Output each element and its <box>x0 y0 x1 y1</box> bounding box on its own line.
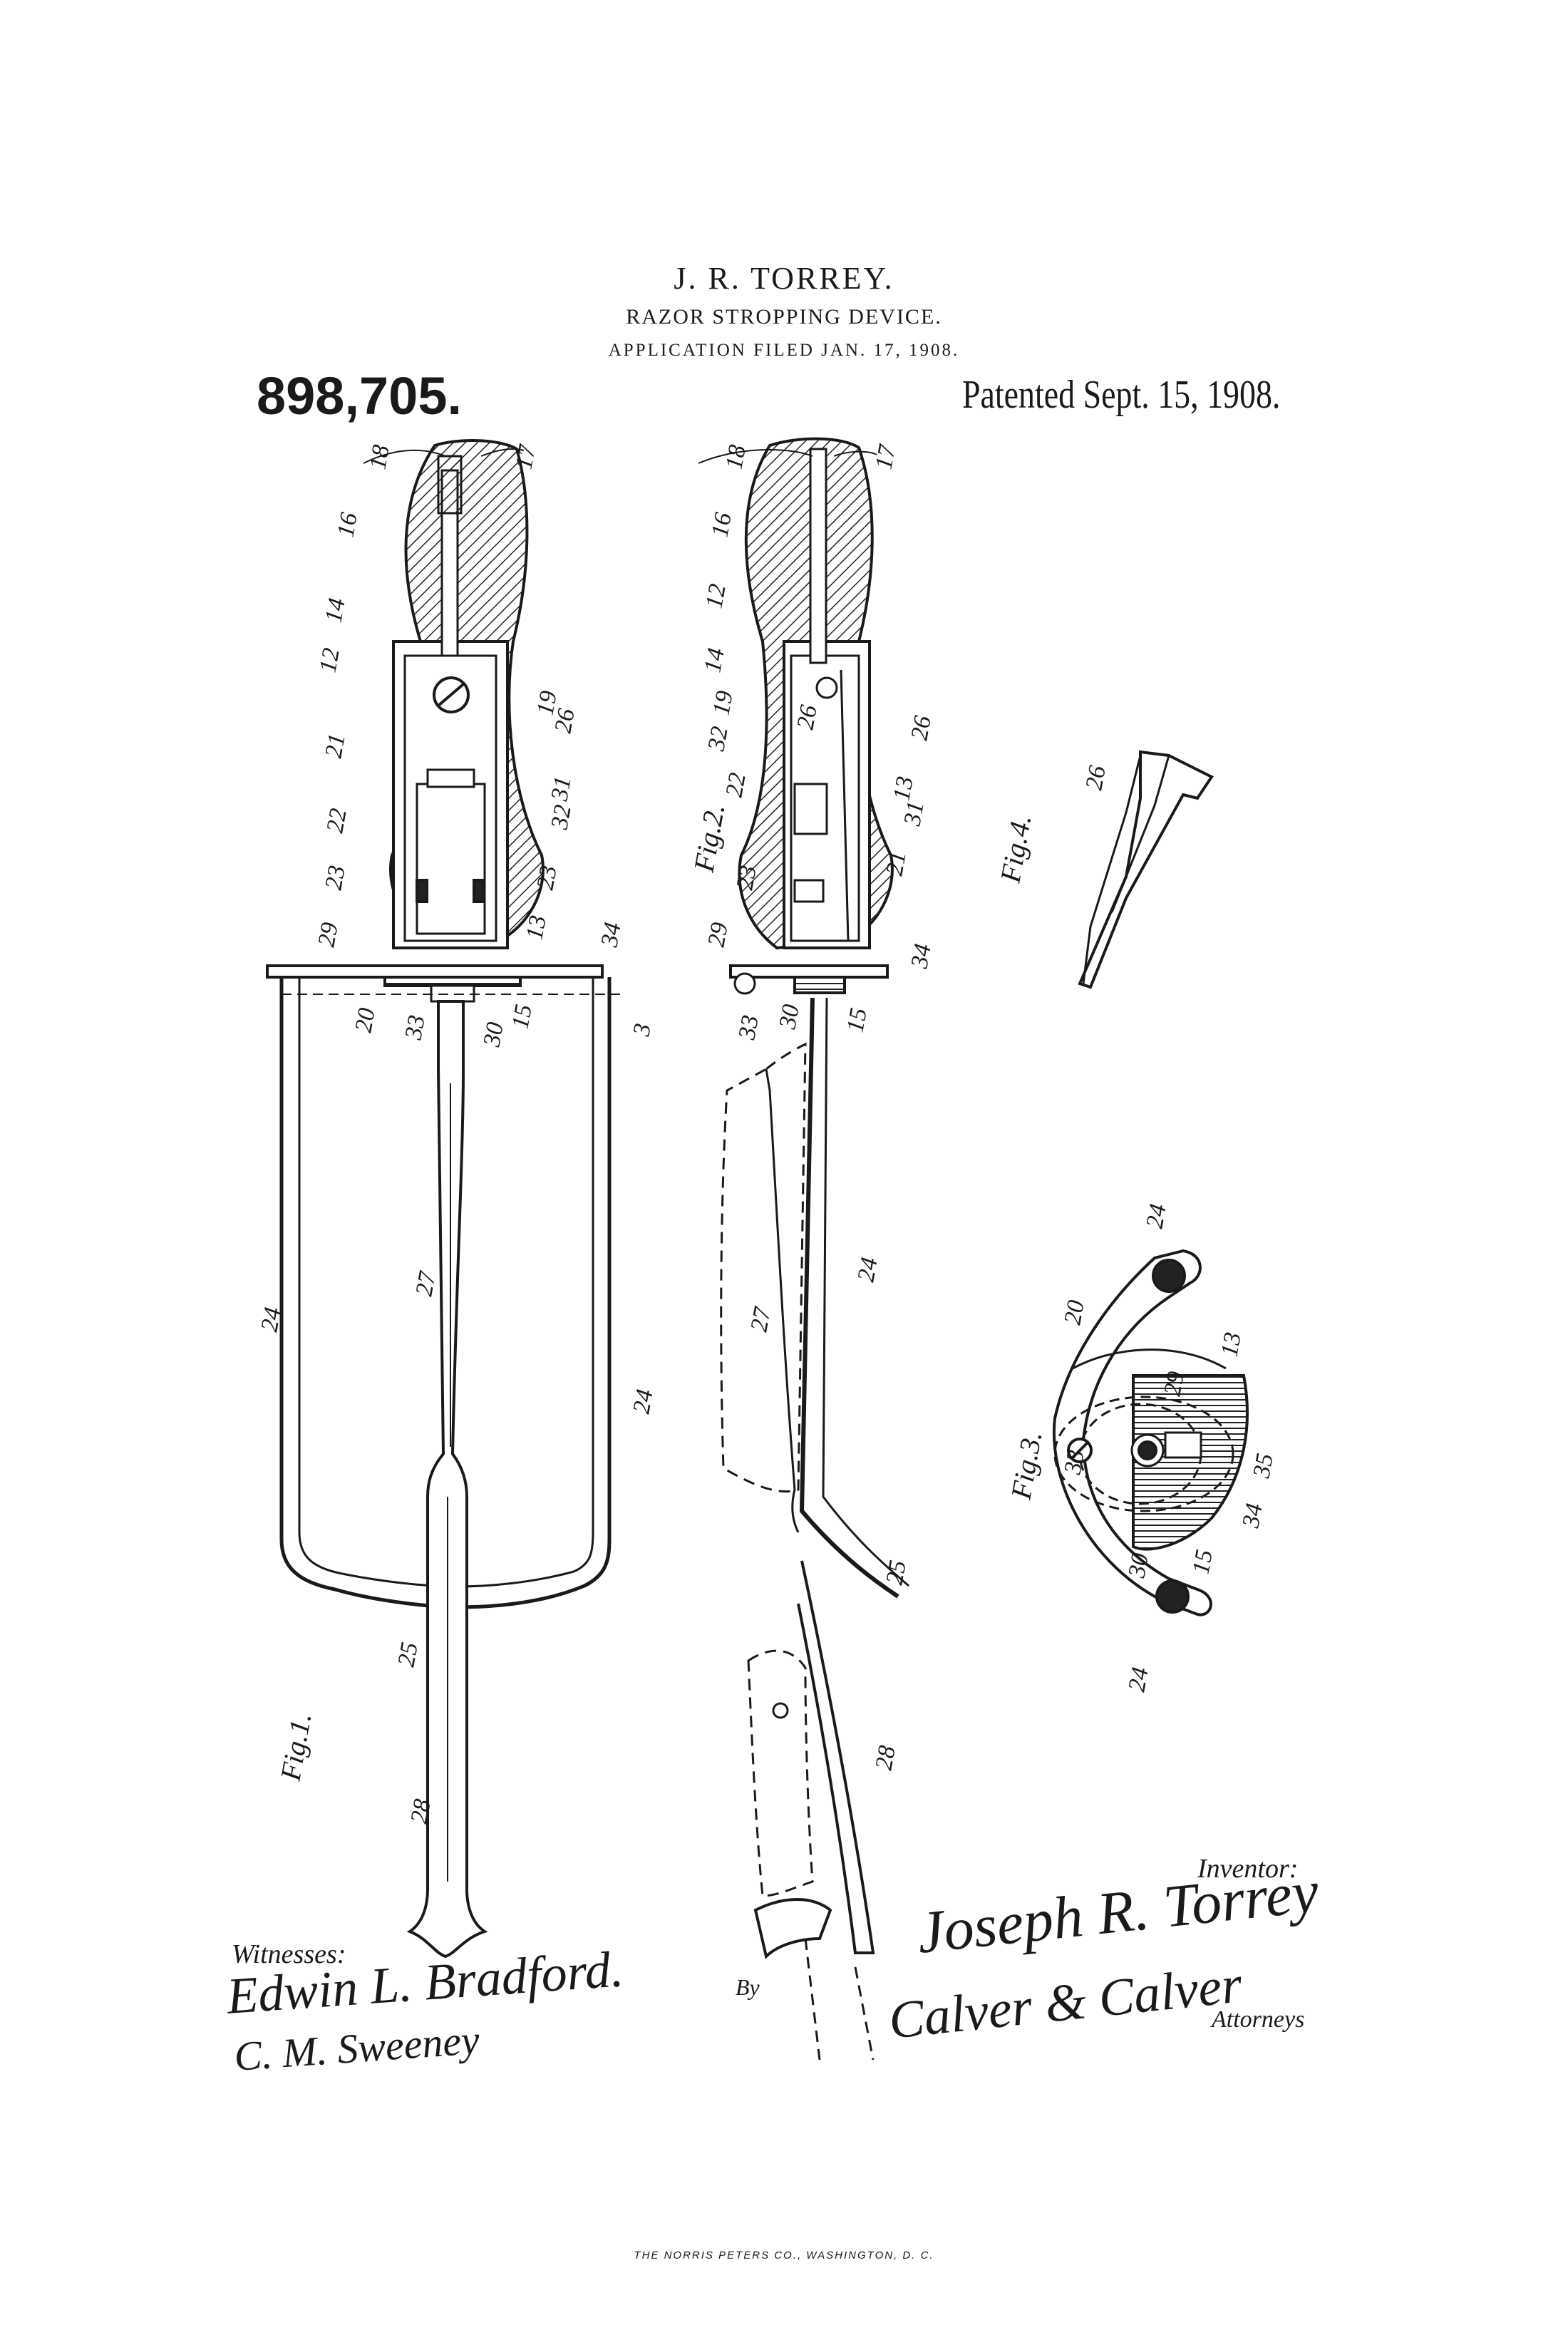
fig1-label: Fig.1. <box>274 1711 317 1784</box>
numeral: 16 <box>706 510 736 539</box>
witnesses-label: Witnesses: <box>232 1939 346 1969</box>
numeral: 24 <box>256 1305 286 1334</box>
numeral: 23 <box>532 863 562 892</box>
fig1-numerals: 18 17 16 14 12 21 22 23 29 19 26 31 32 2… <box>256 442 658 1826</box>
numeral: 18 <box>364 443 394 471</box>
numeral: 34 <box>906 942 937 971</box>
numeral: 24 <box>852 1255 882 1284</box>
fig3-numerals: 24 20 29 13 33 35 34 15 30 24 <box>1059 1202 1279 1693</box>
numeral: 17 <box>870 442 901 472</box>
numeral: 28 <box>406 1797 435 1825</box>
numeral: 29 <box>703 920 733 949</box>
patent-date: Patented Sept. 15, 1908. <box>962 373 1281 417</box>
invention-title: RAZOR STROPPING DEVICE. <box>626 305 942 329</box>
numeral: 29 <box>313 920 343 949</box>
numeral: 19 <box>532 688 562 717</box>
numeral: 20 <box>350 1006 380 1034</box>
numeral: 32 <box>703 724 733 753</box>
figure-1 <box>266 439 620 1959</box>
numeral: 30 <box>478 1020 509 1049</box>
fig4-clip <box>1078 750 1214 989</box>
numeral: 30 <box>1123 1551 1154 1580</box>
figure-3 <box>1052 1249 1249 1616</box>
printer-credit: THE NORRIS PETERS CO., WASHINGTON, D. C. <box>634 2249 934 2261</box>
numeral: 21 <box>881 849 911 877</box>
numeral: 29 <box>1159 1369 1189 1398</box>
numeral: 15 <box>842 1006 872 1034</box>
numeral: 25 <box>881 1558 911 1587</box>
numeral: 15 <box>507 1002 537 1031</box>
numeral: 27 <box>411 1269 441 1299</box>
fig2-label: Fig.2. <box>687 802 731 875</box>
numeral: 12 <box>701 582 731 610</box>
numeral: 25 <box>393 1640 423 1668</box>
application-filed: APPLICATION FILED JAN. 17, 1908. <box>608 341 960 360</box>
numeral: 19 <box>708 688 738 717</box>
numeral: 33 <box>733 1013 764 1042</box>
by-label: By <box>736 1974 760 2000</box>
patent-number: 898,705. <box>257 366 463 425</box>
numeral: 13 <box>521 913 551 942</box>
numeral: 23 <box>320 863 350 892</box>
numeral: 21 <box>320 731 350 760</box>
fig3-section <box>1132 1374 1249 1551</box>
numeral: 24 <box>1123 1665 1153 1693</box>
numeral: 23 <box>731 863 761 892</box>
numeral: 22 <box>721 770 751 799</box>
numeral: 34 <box>596 920 626 949</box>
numeral: 17 <box>510 442 541 472</box>
fig2-razor-dashed <box>720 1042 807 1493</box>
numeral: 16 <box>332 510 362 539</box>
numeral: 26 <box>906 713 936 742</box>
fig4-numerals: 26 <box>1080 763 1110 792</box>
witness-2-signature: C. M. Sweeney <box>232 2016 481 2080</box>
inventor-label: Inventor: <box>1197 1854 1299 1884</box>
attorney-signature: Calver & Calver <box>886 1955 1245 2051</box>
numeral: 26 <box>550 706 579 735</box>
fig3-plate <box>1052 1249 1212 1616</box>
fig2-strop <box>799 997 899 1599</box>
numeral: 32 <box>546 803 577 832</box>
numeral: 34 <box>1237 1501 1268 1530</box>
figure-4 <box>1078 750 1214 989</box>
inventor-name: J. R. TORREY. <box>674 261 894 296</box>
numeral: 13 <box>1216 1330 1246 1358</box>
numeral: 30 <box>774 1002 805 1031</box>
fig1-razor <box>406 1000 488 1959</box>
numeral: 26 <box>792 703 822 731</box>
fig2-numerals: 18 17 16 12 14 19 32 22 23 29 26 26 13 3… <box>699 442 936 1773</box>
numeral: 13 <box>888 774 918 803</box>
figure-2 <box>720 437 909 2060</box>
leader-lines <box>363 448 877 464</box>
numeral: 31 <box>546 774 577 803</box>
numeral: 33 <box>1059 1448 1090 1477</box>
numeral: 14 <box>699 646 729 674</box>
numeral: 3 <box>628 1021 656 1038</box>
fig4-label: Fig.4. <box>994 813 1037 886</box>
attorneys-label: Attorneys <box>1212 2006 1305 2033</box>
numeral: 20 <box>1059 1298 1089 1326</box>
fig3-label: Fig.3. <box>1004 1429 1048 1502</box>
numeral: 24 <box>1141 1202 1171 1230</box>
numeral: 22 <box>321 806 351 835</box>
numeral: 12 <box>314 646 344 674</box>
numeral: 27 <box>746 1304 776 1334</box>
numeral: 24 <box>628 1387 658 1415</box>
numeral: 14 <box>320 596 350 624</box>
numeral: 26 <box>1080 763 1110 792</box>
numeral: 18 <box>721 443 751 471</box>
numeral: 33 <box>400 1013 430 1042</box>
numeral: 31 <box>899 799 929 828</box>
numeral: 15 <box>1187 1547 1217 1576</box>
numeral: 28 <box>870 1743 900 1772</box>
numeral: 35 <box>1248 1451 1279 1480</box>
